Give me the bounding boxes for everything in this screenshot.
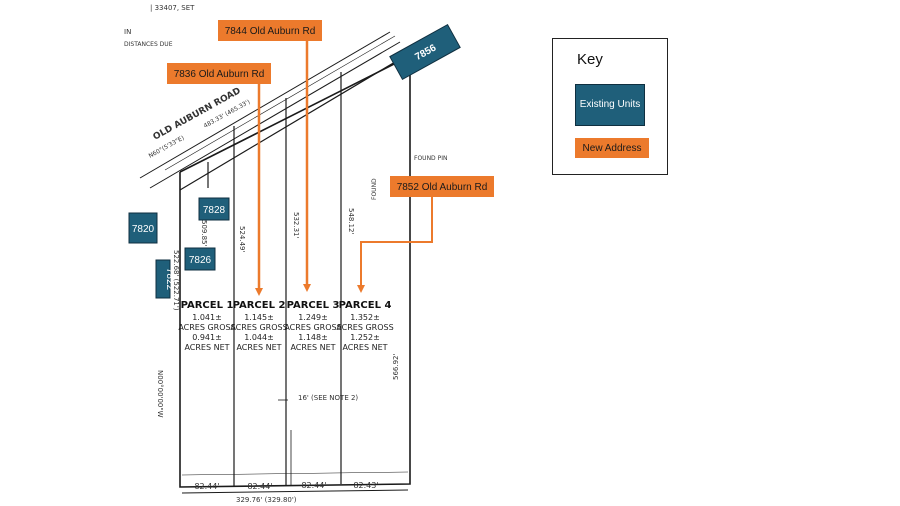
svg-text:7844 Old Auburn Rd: 7844 Old Auburn Rd [225,26,316,37]
svg-text:ACRES NET: ACRES NET [342,343,387,352]
west-side-bearing: N00°00'00"W [156,370,164,418]
svg-text:PARCEL 4: PARCEL 4 [339,300,392,311]
existing-unit-7856: 7856 [389,23,461,81]
svg-text:ACRES NET: ACRES NET [184,343,229,352]
svg-text:1.044±: 1.044± [244,333,274,342]
svg-text:1.148±: 1.148± [298,333,328,342]
lot-line-2-dimension: 524.49' [238,226,246,252]
existing-unit-7828: 7828 [198,197,230,221]
svg-text:ACRES GROSS: ACRES GROSS [336,323,393,332]
lot-line-3-dimension: 532.31' [292,212,300,238]
svg-text:7826: 7826 [189,255,212,266]
key-new-address-swatch: New Address [575,138,649,158]
svg-text:7852 Old Auburn Rd: 7852 Old Auburn Rd [397,182,488,193]
svg-text:ACRES GROSS: ACRES GROSS [178,323,235,332]
svg-text:7820: 7820 [132,224,155,235]
bottom-dimension: 329.76' (329.80') [236,496,297,504]
svg-text:ACRES GROSS: ACRES GROSS [230,323,287,332]
new-address-7844: 7844 Old Auburn Rd [218,20,322,41]
svg-text:PARCEL 1: PARCEL 1 [181,300,234,311]
key-new-address-label: New Address [582,142,642,154]
parcel-3-frontage: 82.44' [301,481,326,490]
svg-text:ACRES NET: ACRES NET [236,343,281,352]
header-fragment: | 33407, SET [150,4,195,12]
arrow-7852 [357,196,433,293]
parcel-4-label: PARCEL 4 1.352± ACRES GROSS 1.252± ACRES… [336,300,393,352]
svg-text:0.941±: 0.941± [192,333,222,342]
existing-unit-7826: 7826 [184,247,216,271]
parcel-1-label: PARCEL 1 1.041± ACRES GROSS 0.941± ACRES… [178,300,235,352]
parcel-3-label: PARCEL 3 1.249± ACRES GROSS 1.148± ACRES… [284,300,341,352]
svg-text:1.252±: 1.252± [350,333,380,342]
svg-text:1.041±: 1.041± [192,313,222,322]
found-pin-note: FOUND PIN [414,155,447,162]
svg-text:7836 Old Auburn Rd: 7836 Old Auburn Rd [174,69,265,80]
parcel-2-frontage: 82.44' [247,482,272,491]
new-address-7852: 7852 Old Auburn Rd [390,176,494,197]
key-existing-units-label: Existing Units [579,99,641,110]
svg-text:1.249±: 1.249± [298,313,328,322]
new-address-arrows [255,40,433,296]
svg-text:1.145±: 1.145± [244,313,274,322]
svg-text:PARCEL 3: PARCEL 3 [287,300,340,311]
parcel-boundaries [179,55,411,494]
svg-text:1.352±: 1.352± [350,313,380,322]
existing-unit-7820: 7820 [128,212,158,244]
found-note-right: FOUND [371,178,378,200]
svg-text:PARCEL 2: PARCEL 2 [233,300,286,311]
set-note: 16' (SEE NOTE 2) [298,394,358,402]
left-fragment-distances: DISTANCES DUE [124,41,173,48]
parcel-4-frontage: 82.43' [353,481,378,490]
east-side-dimension: 566.92' [392,354,400,380]
new-address-7836: 7836 Old Auburn Rd [167,63,271,84]
svg-text:ACRES NET: ACRES NET [290,343,335,352]
parcel-2-label: PARCEL 2 1.145± ACRES GROSS 1.044± ACRES… [230,300,287,352]
svg-text:7828: 7828 [203,205,226,216]
map-key: Key Existing Units New Address [552,38,668,175]
parcel-1-frontage: 82.44' [194,482,219,491]
road-lines [139,31,401,191]
lot-line-1-dimension: 509.85' [200,220,208,246]
existing-unit-7822: 7822 [155,259,175,299]
svg-text:ACRES GROSS: ACRES GROSS [284,323,341,332]
key-existing-units-swatch: Existing Units [575,84,645,126]
left-fragment-in: IN [124,28,131,36]
lot-line-4-dimension: 548.12' [347,208,355,234]
key-title: Key [577,51,603,68]
west-side-dimension: 522.68' (522.71') [172,250,180,311]
svg-text:7822: 7822 [164,268,175,291]
